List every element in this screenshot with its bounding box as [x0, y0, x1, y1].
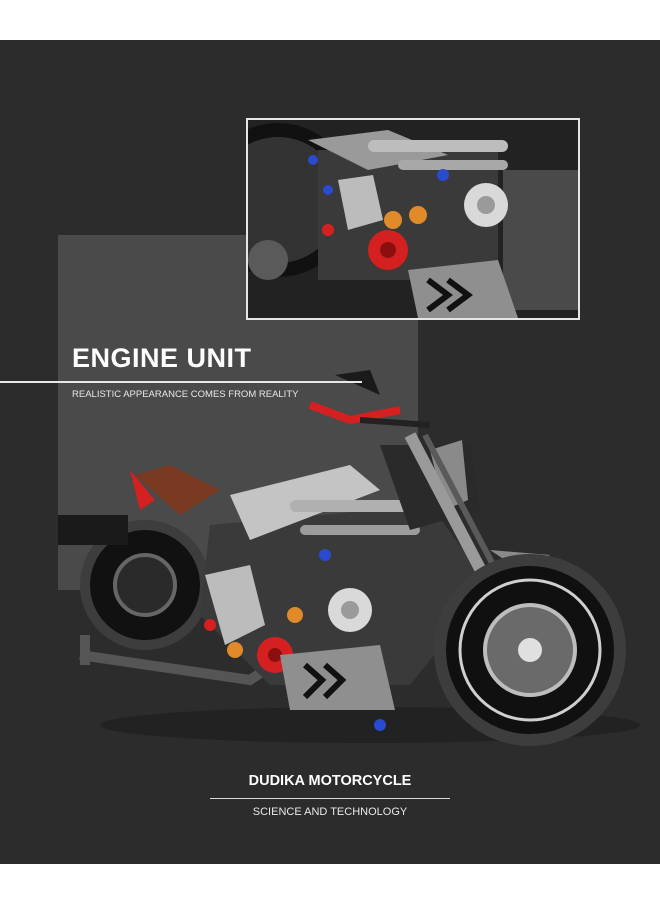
headline-divider — [0, 381, 362, 383]
brand-name: DUDIKA MOTORCYCLE — [248, 773, 412, 789]
subheadline: REALISTIC APPEARANCE COMES FROM REALITY — [72, 389, 299, 400]
engine-closeup-image — [246, 118, 580, 320]
motorcycle-image — [50, 325, 650, 755]
headline: ENGINE UNIT — [72, 343, 252, 373]
tagline: SCIENCE AND TECHNOLOGY — [252, 806, 408, 818]
brand-divider — [210, 798, 450, 799]
product-poster: ENGINE UNIT REALISTIC APPEARANCE COMES F… — [0, 40, 660, 864]
